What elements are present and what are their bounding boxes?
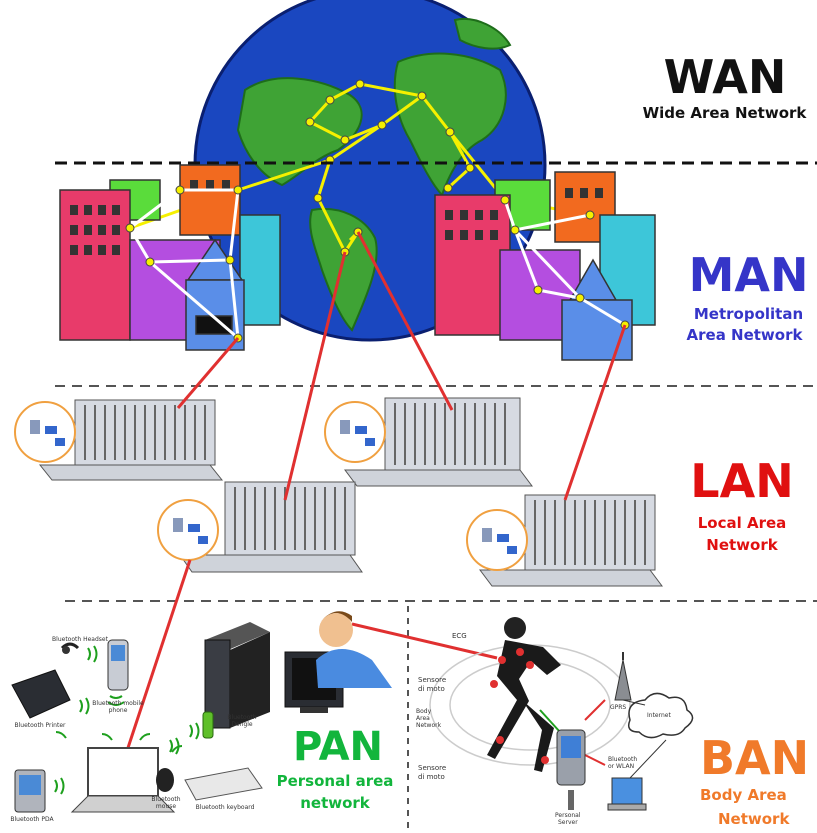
ban-name-line1: Body Area: [700, 786, 787, 804]
ecg-caption: ECG: [452, 632, 467, 640]
dongle-caption-line1: Bluetooth: [227, 714, 257, 721]
ban-scene: [429, 617, 694, 811]
pan-name-line1: Personal area: [276, 772, 394, 790]
motion-sensor-bottom-line1: Sensore: [418, 764, 447, 772]
keyboard-caption: Bluetooth keyboard: [195, 804, 255, 811]
wan-label: WAN: [663, 50, 787, 104]
lan-label: LAN: [690, 454, 794, 508]
lan-building-3: [157, 481, 363, 573]
pan-devices: [11, 611, 392, 813]
lan-building-4: [466, 494, 663, 587]
ban-label: BAN: [700, 731, 810, 785]
wan-nodes: [305, 79, 475, 257]
lan-name-line2: Network: [706, 536, 778, 554]
bt-wlan-caption-line1: Bluetooth: [608, 756, 638, 763]
motion-sensor-top-line2: di moto: [418, 685, 445, 693]
gprs-caption: GPRS: [610, 704, 627, 711]
motion-sensor-top-line1: Sensore: [418, 676, 447, 684]
personal-server-line1: Personal: [555, 812, 581, 819]
man-name-line2: Area Network: [686, 326, 803, 344]
man-label: MAN: [688, 248, 809, 302]
motion-sensor-bottom-line2: di moto: [418, 773, 445, 781]
wan-full-name: Wide Area Network: [642, 104, 807, 122]
pan-label: PAN: [292, 724, 384, 770]
lan-building-1: [14, 399, 224, 481]
lan-name-line1: Local Area: [697, 514, 787, 532]
man-name-line1: Metropolitan: [693, 305, 804, 323]
pan-name-line2: network: [300, 794, 370, 812]
headset-caption: Bluetooth Headset: [52, 636, 108, 643]
ban-name-line2: Network: [718, 810, 790, 828]
dongle-caption-line2: Dongle: [231, 721, 253, 728]
body-area-network-line1: Body: [416, 708, 432, 715]
internet-caption: Internet: [647, 712, 671, 719]
mobile-caption-line1: Bluetooth mobile: [92, 700, 144, 707]
bt-wlan-caption-line2: or WLAN: [608, 763, 635, 770]
pda-caption: Bluetooth PDA: [10, 816, 54, 823]
inter-layer-links: [118, 231, 627, 773]
personal-server-line2: Server: [558, 819, 578, 826]
mobile-caption-line2: phone: [108, 707, 128, 714]
layer-separators: [55, 161, 817, 833]
man-city-left: [59, 164, 281, 351]
body-area-network-line2: Area: [416, 715, 430, 722]
lan-building-2: [324, 397, 533, 487]
mouse-caption-line1: Bluetooth: [151, 796, 181, 803]
body-area-network-line3: Network: [416, 722, 442, 729]
mouse-caption-line2: mouse: [155, 803, 177, 810]
printer-caption: Bluetooth Printer: [14, 722, 66, 729]
